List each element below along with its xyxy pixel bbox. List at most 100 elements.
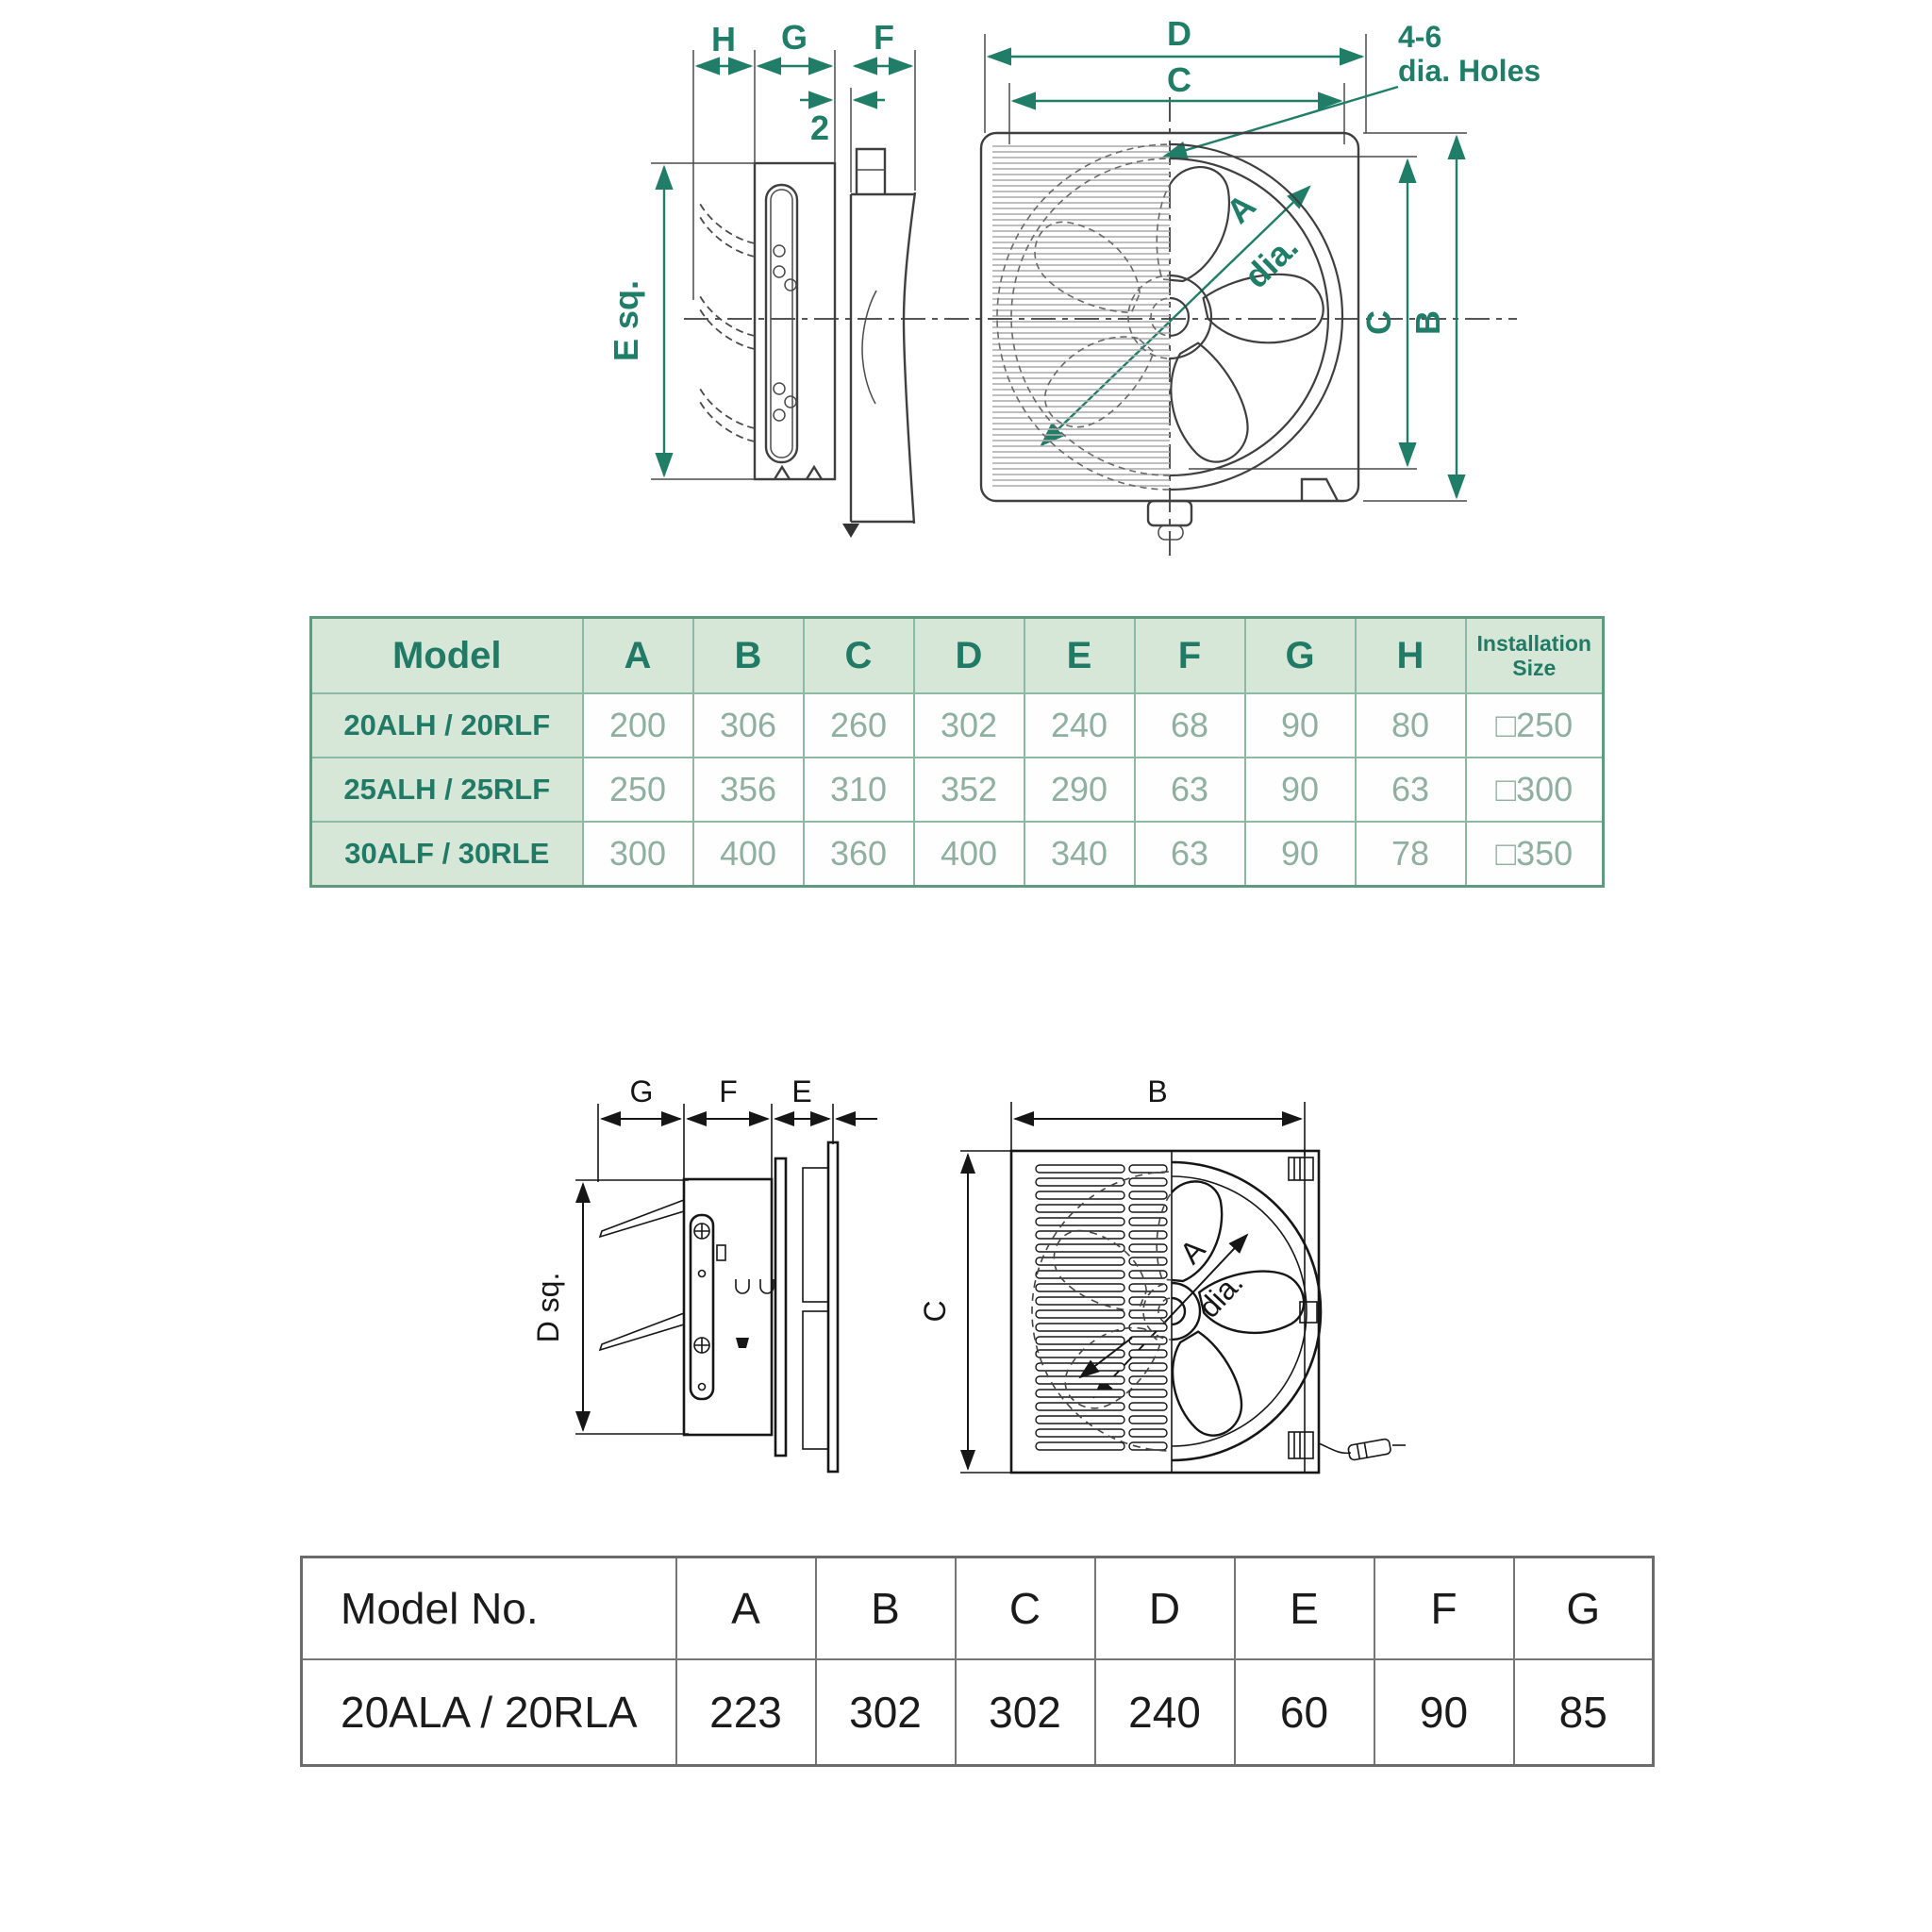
value-cell: □300: [1464, 757, 1605, 823]
value-cell: 302: [912, 692, 1025, 758]
grille-hatching: [992, 144, 1170, 490]
dim-label-b: B: [1408, 310, 1447, 335]
value-cell: 63: [1133, 757, 1246, 823]
model-cell: 30ALF / 30RLE: [309, 821, 584, 888]
value-cell: 240: [1093, 1658, 1236, 1767]
screw-holes: [773, 244, 797, 422]
front-view: [979, 131, 1360, 541]
table-row-25alh: 25ALH / 25RLF 250 356 310 352 290 63 90 …: [309, 757, 1605, 823]
value-cell: 60: [1233, 1658, 1375, 1767]
value-cell: 90: [1243, 821, 1357, 888]
side-view: [598, 1141, 840, 1474]
col-header-c: C: [954, 1556, 1096, 1660]
dim-label-b: B: [1147, 1074, 1167, 1108]
value-cell: 80: [1354, 692, 1467, 758]
col-header-e: E: [1023, 616, 1136, 694]
dim-label-d-sq: D sq.: [531, 1273, 565, 1343]
col-header-g: G: [1243, 616, 1357, 694]
col-header-d: D: [912, 616, 1025, 694]
bottom-technical-drawing: G F E D sq. B C A dia.: [531, 1074, 1406, 1474]
value-cell: 352: [912, 757, 1025, 823]
dim-label-g: G: [630, 1074, 654, 1108]
col-header-model: Model: [309, 616, 584, 694]
holes-note-line2: dia. Holes: [1398, 54, 1541, 88]
value-cell: 63: [1354, 757, 1467, 823]
dim-label-a-dia: dia.: [1237, 227, 1306, 296]
holes-leader-arrow: [1161, 85, 1399, 159]
header-row: Model No. A B C D E F G: [300, 1556, 1655, 1660]
table-row-30alf: 30ALF / 30RLE 300 400 360 400 340 63 90 …: [309, 821, 1605, 888]
value-cell: 400: [912, 821, 1025, 888]
value-cell: 90: [1373, 1658, 1515, 1767]
dim-label-g: G: [781, 18, 808, 57]
value-cell: 90: [1243, 757, 1357, 823]
col-header-a: A: [675, 1556, 817, 1660]
value-cell: 340: [1023, 821, 1136, 888]
dim-label-a: A: [1174, 1232, 1212, 1271]
rotation-arrow: [1078, 1337, 1133, 1379]
value-cell: 85: [1512, 1658, 1655, 1767]
shutter-louvers-dashed: [699, 203, 756, 442]
value-cell: 240: [1023, 692, 1136, 758]
table-row-20ala: 20ALA / 20RLA 223 302 302 240 60 90 85: [300, 1658, 1655, 1767]
corner-latch: [1288, 1157, 1314, 1181]
col-header-g: G: [1512, 1556, 1655, 1660]
col-header-h: H: [1354, 616, 1467, 694]
value-cell: □350: [1464, 821, 1605, 888]
corner-latch: [1288, 1431, 1314, 1459]
col-header-a: A: [581, 616, 694, 694]
value-cell: 356: [691, 757, 805, 823]
louvered-grille: [1032, 1162, 1174, 1453]
dim-label-c-side: C: [1359, 310, 1398, 335]
value-cell: 302: [814, 1658, 957, 1767]
value-cell: 200: [581, 692, 694, 758]
bracket-screws: [693, 1223, 710, 1391]
dim-label-d: D: [1167, 14, 1191, 53]
dim-label-e: E: [791, 1074, 811, 1108]
value-cell: □250: [1464, 692, 1605, 758]
value-cell: 63: [1133, 821, 1246, 888]
col-header-installation-size: Installation Size: [1464, 616, 1605, 694]
col-header-f: F: [1133, 616, 1246, 694]
model-cell: 20ALH / 20RLF: [309, 692, 584, 758]
side-latch: [1299, 1301, 1318, 1324]
extension-lines: [575, 1102, 1306, 1474]
value-cell: 306: [691, 692, 805, 758]
col-header-d: D: [1093, 1556, 1236, 1660]
dim-label-c: C: [918, 1300, 952, 1322]
value-cell: 310: [802, 757, 915, 823]
header-row: Model A B C D E F G H Installation Size: [309, 616, 1605, 694]
col-header-b: B: [814, 1556, 957, 1660]
dim-label-e-sq: E sq.: [607, 280, 645, 361]
value-cell: 300: [581, 821, 694, 888]
dimensions-table-bottom: Model No. A B C D E F G 20ALA / 20RLA 22…: [300, 1556, 1655, 1767]
fan-shroud-arc: [1171, 1160, 1323, 1462]
value-cell: 260: [802, 692, 915, 758]
value-cell: 78: [1354, 821, 1467, 888]
dimensions-table-top: Model A B C D E F G H Installation Size …: [309, 616, 1605, 888]
value-cell: 90: [1243, 692, 1357, 758]
col-header-c: C: [802, 616, 915, 694]
dim-label-c-top: C: [1167, 60, 1191, 99]
holes-note-line1: 4-6: [1398, 20, 1441, 54]
dim-label-f: F: [719, 1074, 738, 1108]
value-cell: 302: [954, 1658, 1096, 1767]
dim-label-2: 2: [810, 108, 829, 147]
model-cell: 20ALA / 20RLA: [300, 1658, 677, 1767]
louver-blade: [598, 1198, 685, 1239]
value-cell: 290: [1023, 757, 1136, 823]
fan-blades-hidden: [1031, 1171, 1172, 1452]
value-cell: 360: [802, 821, 915, 888]
top-technical-drawing: H G F 2 E sq. D C 4-6 dia. Holes A dia. …: [607, 14, 1541, 562]
value-cell: 68: [1133, 692, 1246, 758]
value-cell: 400: [691, 821, 805, 888]
louver-blade: [598, 1311, 685, 1352]
power-cord: [1318, 1438, 1406, 1461]
col-header-f: F: [1373, 1556, 1515, 1660]
dim-label-h: H: [711, 20, 736, 58]
dim-label-f: F: [874, 18, 894, 57]
dim-label-a: A: [1219, 186, 1263, 231]
value-cell: 223: [675, 1658, 817, 1767]
table-row-20alh: 20ALH / 20RLF 200 306 260 302 240 68 90 …: [309, 692, 1605, 758]
